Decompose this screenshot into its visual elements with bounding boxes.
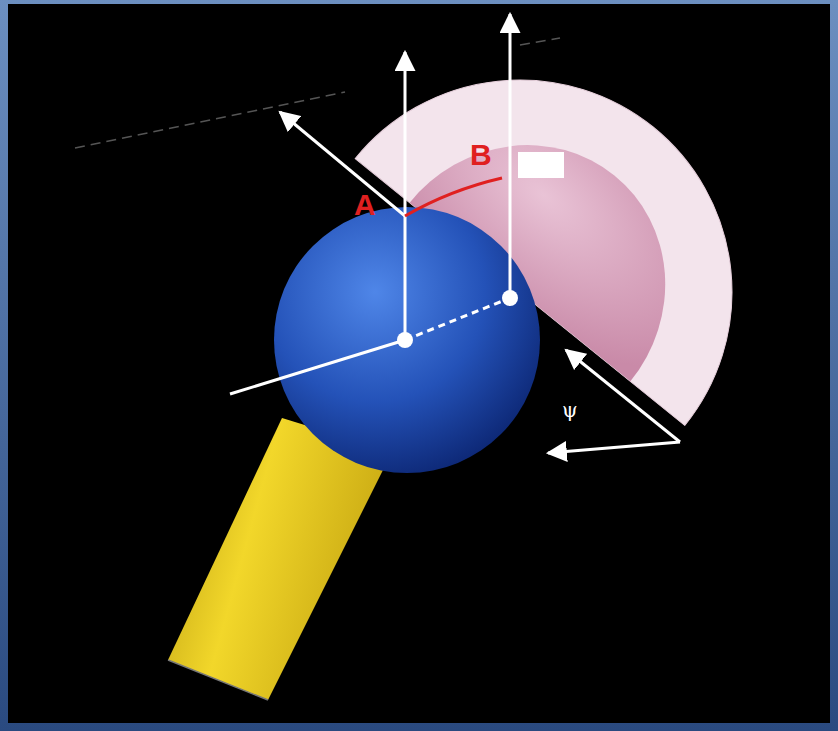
- vertical-axis-arrow: [404, 52, 407, 340]
- psi-arrow: [548, 442, 680, 453]
- direction-arrow: [280, 112, 405, 216]
- faint-guide-line: [75, 92, 345, 148]
- psi-arrow: [566, 350, 680, 442]
- center-dot: [502, 290, 518, 306]
- center-offset-line: [405, 298, 510, 340]
- faint-guide-line: [520, 38, 560, 45]
- neck-axis-line: [230, 340, 405, 394]
- neck-end-edge: [168, 660, 268, 700]
- angle-label: ψ: [562, 400, 578, 420]
- point-label: A: [354, 190, 376, 220]
- femoral-head: [274, 207, 540, 473]
- vertical-axis-arrow: [509, 14, 512, 298]
- white-patch: [518, 152, 564, 178]
- arc-a-b: [405, 178, 502, 216]
- center-dot: [397, 332, 413, 348]
- point-label: B: [470, 140, 492, 170]
